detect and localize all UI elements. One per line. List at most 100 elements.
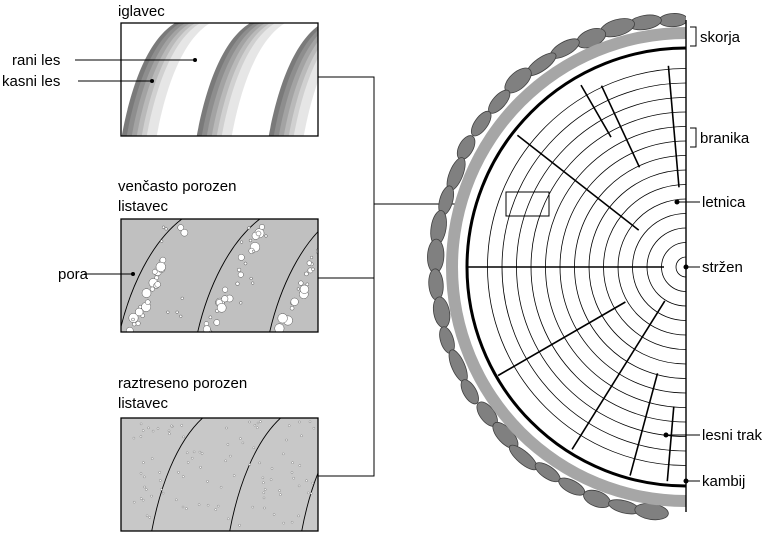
diffuse-pore-49 <box>142 461 145 464</box>
small-pore-2-3 <box>328 230 331 233</box>
ring-porous-panel-bg <box>121 219 318 332</box>
large-pore-2-0 <box>296 287 300 291</box>
large-pore-2-16 <box>325 232 329 236</box>
diffuse-pore-64 <box>225 426 228 430</box>
diffuse-pore-6 <box>141 499 145 502</box>
diffuse-pore-61 <box>182 435 185 439</box>
wood-ray-5 <box>571 300 666 450</box>
diffuse-pore-39 <box>150 494 153 498</box>
diffuse-pore-24 <box>248 420 251 424</box>
conifer-title: iglavec <box>118 3 165 20</box>
small-pore-2-0 <box>335 303 338 306</box>
bark-chip <box>427 238 445 274</box>
diffuse-pore-51 <box>192 450 196 454</box>
large-pore-0-15 <box>177 224 184 231</box>
small-pore-0-6 <box>175 310 179 314</box>
wood-ray-8 <box>580 84 612 138</box>
large-pore-0-21 <box>135 307 144 317</box>
phloem-label: branika <box>700 130 750 147</box>
ring-boundary-2 <box>269 231 318 332</box>
large-pore-2-8 <box>328 230 335 237</box>
conifer-band-2-5 <box>293 58 318 136</box>
diffuse-pore-10 <box>139 435 143 438</box>
large-pore-1-10 <box>237 271 244 278</box>
connector-bracket <box>318 76 375 477</box>
conifer-panel <box>120 22 319 137</box>
large-pore-0-10 <box>141 288 152 298</box>
diffuse-pore-59 <box>156 427 160 430</box>
diffuse-pore-75 <box>256 421 260 425</box>
large-pore-0-23 <box>155 261 166 272</box>
diffuse-pore-60 <box>269 478 273 481</box>
large-pore-0-13 <box>131 317 135 322</box>
large-pore-1-24 <box>237 267 242 272</box>
diffuse-pore-54 <box>262 496 266 500</box>
diffuse-pore-33 <box>182 475 185 478</box>
large-pore-0-24 <box>154 281 161 288</box>
diffuse-pore-4 <box>200 452 204 455</box>
diffuse-pore-21 <box>288 424 291 427</box>
large-pore-0-20 <box>152 269 158 275</box>
diffuse-pore-36 <box>262 491 265 494</box>
small-pore-0-1 <box>180 296 184 300</box>
diffuse-pore-56 <box>252 446 256 449</box>
diffuse-pore-81 <box>239 437 242 440</box>
diffuse-pore-34 <box>290 471 294 474</box>
small-pore-1-0 <box>240 240 244 244</box>
diffuse-porous-texture <box>132 418 318 531</box>
diffuse-pore-76 <box>145 488 148 491</box>
diffuse-pore-93 <box>310 492 313 495</box>
bark-chip <box>460 379 479 405</box>
diffuse-pore-87 <box>214 508 217 511</box>
diffuse-pore-88 <box>312 427 316 430</box>
large-pore-1-25 <box>221 295 229 303</box>
bark-chip <box>470 110 492 137</box>
diffuse-pore-94 <box>258 461 261 465</box>
ring-boundary-1 <box>197 219 261 332</box>
diffuse-pore-42 <box>290 521 294 524</box>
ring-porous-title-line1: venčasto porozen <box>118 178 236 195</box>
diffuse-pore-43 <box>206 504 210 507</box>
diffuse-pore-68 <box>177 471 180 474</box>
diffuse-pore-69 <box>139 497 143 500</box>
small-pore-1-2 <box>249 276 253 281</box>
large-pore-2-25 <box>277 313 288 324</box>
diffuse-pore-7 <box>256 426 259 429</box>
diffuse-pore-22 <box>186 461 190 464</box>
diffuse-pore-40 <box>300 434 303 437</box>
diffuse-pore-67 <box>160 488 163 491</box>
large-pore-2-22 <box>277 334 279 336</box>
diffuse-pore-19 <box>161 491 165 495</box>
diffuse-pore-85 <box>305 479 308 482</box>
small-pore-2-6 <box>328 239 331 242</box>
bark-chips <box>427 13 686 521</box>
conifer-band-1-5 <box>221 23 286 136</box>
small-pore-0-0 <box>160 239 164 243</box>
pore-label: pora <box>58 266 89 283</box>
diffuse-pore-90 <box>263 506 266 510</box>
diffuse-pore-9 <box>238 524 241 527</box>
diffuse-porous-title-line1: raztreseno porozen <box>118 375 247 392</box>
large-pore-1-20 <box>237 254 245 261</box>
pore-dot <box>131 272 135 276</box>
diffuse-pore-66 <box>206 480 209 483</box>
large-pore-1-19 <box>235 281 240 286</box>
large-pore-2-2 <box>304 271 309 277</box>
large-pore-0-6 <box>132 322 137 327</box>
large-pore-2-10 <box>332 224 337 229</box>
large-pore-1-11 <box>213 319 221 326</box>
large-pore-2-23 <box>306 260 312 266</box>
conifer-growth-bands <box>121 23 318 136</box>
wood-ray-7 <box>666 406 675 482</box>
cambium-ring <box>465 46 686 488</box>
large-pore-0-7 <box>149 286 155 292</box>
diffuse-pore-52 <box>298 420 301 424</box>
ring-porous-panel-frame <box>120 218 319 333</box>
small-pore-2-5 <box>319 323 322 326</box>
diffuse-pore-13 <box>297 514 300 518</box>
large-pore-2-5 <box>321 241 325 245</box>
diffuse-pore-14 <box>197 503 201 506</box>
diffuse-pore-74 <box>224 459 227 462</box>
